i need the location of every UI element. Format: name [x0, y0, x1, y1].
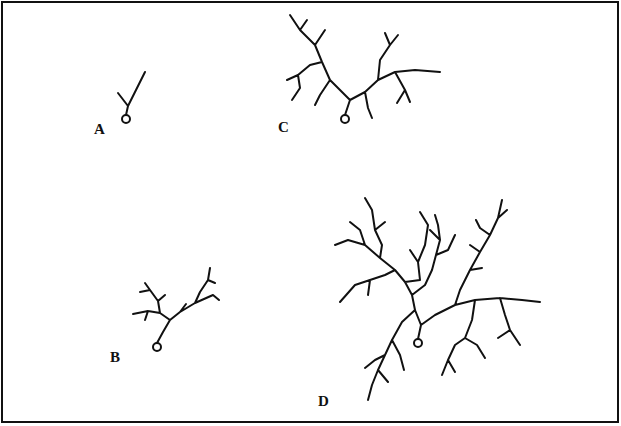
- tree-a: [118, 72, 145, 123]
- tree-b: [133, 268, 219, 351]
- figure-letter: C: [278, 120, 289, 135]
- tree-c: [287, 15, 440, 123]
- figure-letter: D: [318, 394, 329, 409]
- figure-letter: A: [94, 122, 105, 137]
- tree-d: [335, 198, 540, 400]
- frame: [2, 2, 618, 422]
- figure-letter: B: [110, 350, 120, 365]
